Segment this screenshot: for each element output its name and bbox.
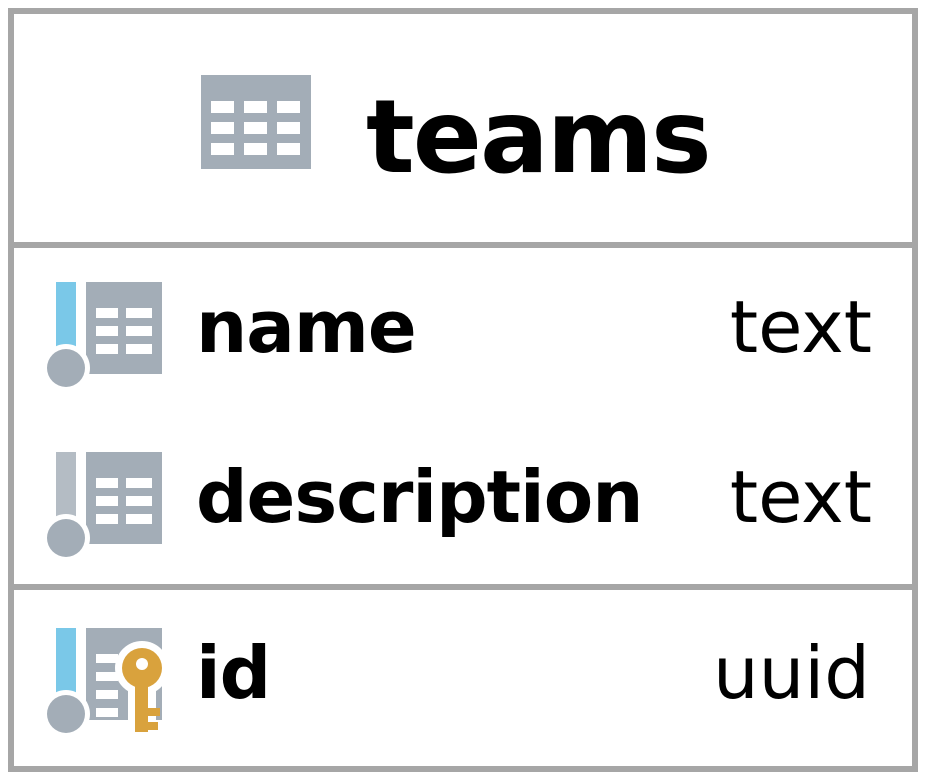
table-icon [201,75,311,169]
entity-table-teams[interactable]: teams name text [8,8,918,772]
column-type: uuid [713,631,870,715]
entity-title: teams [366,78,712,197]
column-name: description [196,455,643,539]
header-divider [14,242,912,248]
column-name: id [196,631,271,715]
column-name: name [196,285,417,369]
column-type: text [729,455,872,539]
column-row-description[interactable]: description text [14,420,912,562]
nullable-column-icon [44,282,162,392]
column-row-name[interactable]: name text [14,250,912,392]
key-icon [115,641,169,738]
primary-key-row-id[interactable]: id uuid [14,596,912,738]
column-type: text [729,285,872,369]
entity-header: teams [14,14,912,242]
primary-key-column-icon [44,628,169,738]
key-divider [14,584,912,590]
nullable-column-icon [44,452,162,562]
